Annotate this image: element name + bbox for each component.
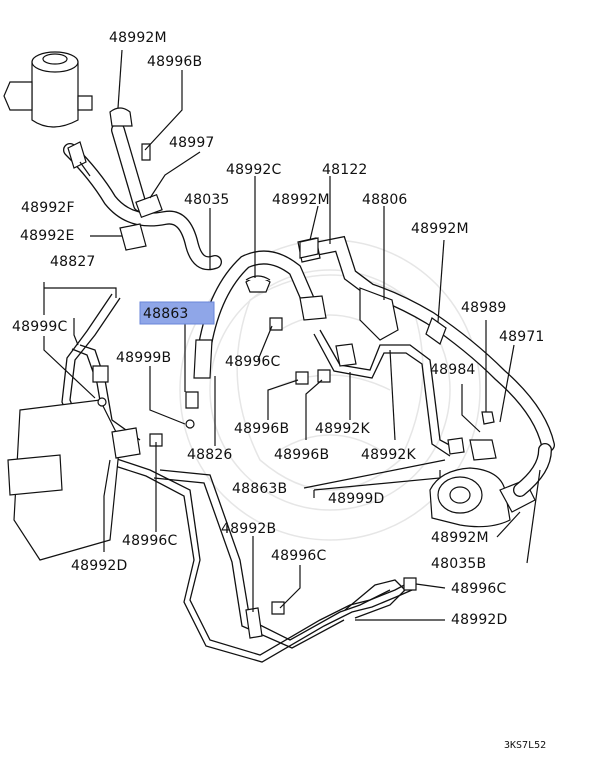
leader-lines bbox=[43, 49, 541, 621]
part-label: 48992M bbox=[411, 221, 469, 237]
part-label: 48971 bbox=[499, 329, 545, 345]
steering-gear-box bbox=[7, 399, 141, 561]
part-label: 48996C bbox=[451, 581, 507, 597]
part-label: 48997 bbox=[169, 135, 215, 151]
part-label: 48863 bbox=[143, 306, 189, 322]
part-labels: 48992M 48996B 48997 48992C 48122 48035 4… bbox=[12, 30, 545, 628]
part-label: 48992D bbox=[451, 612, 508, 628]
part-label: 48992M bbox=[272, 192, 330, 208]
part-label: 48826 bbox=[187, 447, 233, 463]
reservoir-tank bbox=[3, 51, 93, 128]
part-label: 48999D bbox=[328, 491, 385, 507]
part-label: 48996C bbox=[225, 354, 281, 370]
diagram-code: 3KS7L52 bbox=[504, 740, 546, 751]
part-label: 48999C bbox=[12, 319, 68, 335]
part-label: 48992E bbox=[20, 228, 75, 244]
part-label: 48035 bbox=[184, 192, 230, 208]
part-label: 48863B bbox=[232, 481, 287, 497]
part-label: 48035B bbox=[431, 556, 486, 572]
power-steering-pump bbox=[429, 439, 552, 528]
suction-hose bbox=[63, 107, 222, 271]
part-label: 48992M bbox=[109, 30, 167, 46]
part-label: 48996C bbox=[122, 533, 178, 549]
part-label: 48827 bbox=[50, 254, 96, 270]
part-label: 48992D bbox=[71, 558, 128, 574]
part-label: 48984 bbox=[430, 362, 476, 378]
part-label: 48992F bbox=[21, 200, 75, 216]
part-label: 48806 bbox=[362, 192, 408, 208]
pump-line bbox=[313, 287, 456, 457]
part-label: 48996C bbox=[271, 548, 327, 564]
part-label: 48992C bbox=[226, 162, 282, 178]
part-label: 48996B bbox=[147, 54, 202, 70]
part-label: 48992B bbox=[221, 521, 276, 537]
part-label: 48999B bbox=[116, 350, 171, 366]
part-label: 48996B bbox=[234, 421, 289, 437]
part-label: 48992M bbox=[431, 530, 489, 546]
part-label: 48122 bbox=[322, 162, 368, 178]
part-label: 48992K bbox=[315, 421, 371, 437]
part-label: 48996B bbox=[274, 447, 329, 463]
part-label: 48992K bbox=[361, 447, 417, 463]
fittings bbox=[92, 143, 495, 639]
part-label: 48989 bbox=[461, 300, 507, 316]
highlight-box bbox=[139, 301, 215, 325]
